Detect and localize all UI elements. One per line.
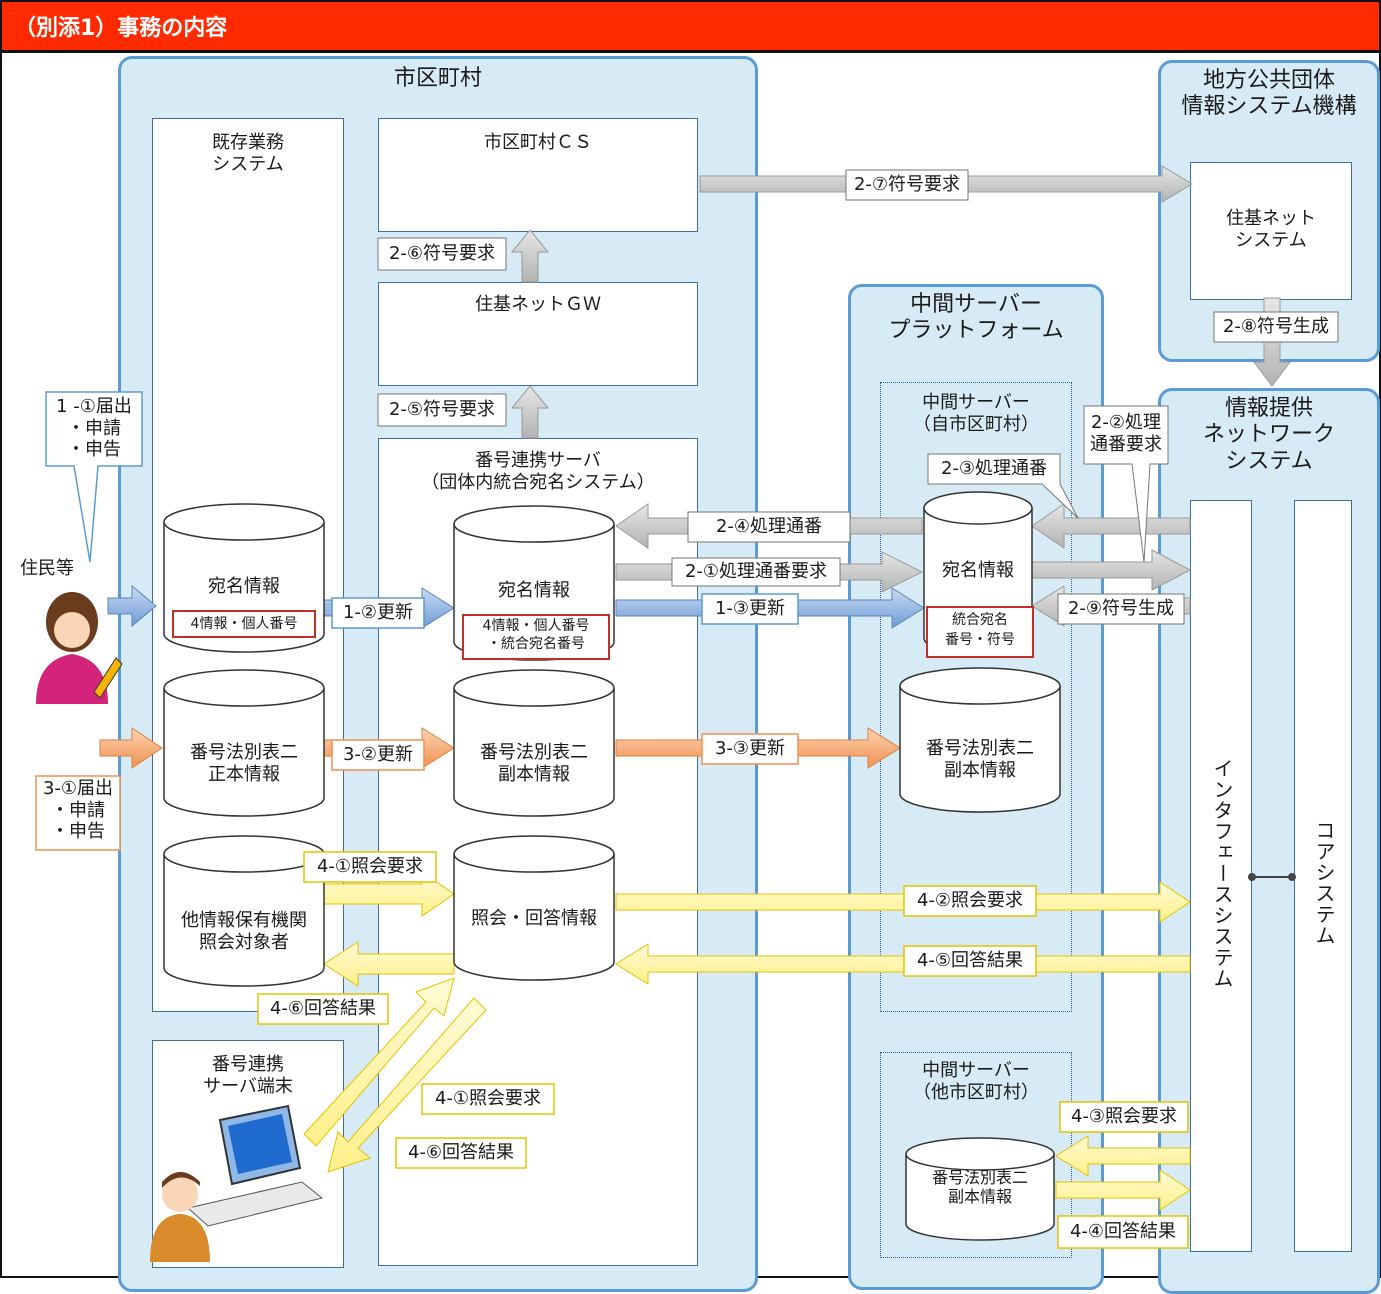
callout-2-8: 2-⑧符号生成 bbox=[1222, 316, 1330, 337]
page-title: （別添1）事務の内容 bbox=[14, 16, 228, 41]
middle-platform-label: 中間サーバー プラットフォーム bbox=[888, 292, 1064, 344]
arrow-4-6a bbox=[323, 941, 455, 987]
callout-4-6b: 4-⑥回答結果 bbox=[407, 1142, 515, 1163]
db-mid-name-red: 統合宛名 番号・符号 bbox=[926, 606, 1034, 658]
core-system-box bbox=[1294, 500, 1352, 1252]
arrow-4-1b bbox=[303, 977, 455, 1147]
callout-1-1: 1 -①届出 ・申請 ・申告 bbox=[56, 396, 132, 461]
arrow-2-2 bbox=[1031, 549, 1192, 591]
terminal-label: 番号連携 サーバ端末 bbox=[203, 1054, 293, 1097]
juki-system-label: 住基ネット システム bbox=[1226, 208, 1316, 251]
callout-2-9: 2-⑨符号生成 bbox=[1067, 598, 1175, 619]
callout-2-3: 2-③処理通番 bbox=[940, 458, 1048, 479]
callout-2-1: 2-①処理通番要求 bbox=[684, 561, 828, 582]
juki-gw-box bbox=[378, 282, 698, 386]
db-mid-other-table-label: 番号法別表二 副本情報 bbox=[931, 1168, 1028, 1207]
municipal-cs-box bbox=[378, 118, 698, 232]
arrow-4-3 bbox=[1055, 1135, 1191, 1177]
callout-2-2: 2-②処理 通番要求 bbox=[1090, 412, 1162, 455]
db-ex-name-label: 宛名情報 bbox=[208, 576, 280, 597]
info-network-label: 情報提供 ネットワーク システム bbox=[1202, 396, 1335, 474]
callout-4-6a: 4-⑥回答結果 bbox=[269, 998, 377, 1019]
callout-4-1a: 4-①照会要求 bbox=[316, 856, 424, 877]
callout-4-2: 4-②照会要求 bbox=[916, 890, 1024, 911]
juki-gw-label: 住基ネットＧＷ bbox=[475, 294, 601, 315]
callout-3-1: 3-①届出 ・申請 ・申告 bbox=[42, 778, 114, 843]
arrow-3-1 bbox=[99, 727, 163, 769]
callout-4-5: 4-⑤回答結果 bbox=[916, 950, 1024, 971]
middle-own-box bbox=[880, 382, 1072, 1012]
db-ex-name-red: 4情報・個人番号 bbox=[172, 610, 316, 638]
callout-4-1b: 4-①照会要求 bbox=[434, 1088, 542, 1109]
callout-1-3: 1-③更新 bbox=[714, 598, 786, 619]
arrow-4-6b bbox=[327, 997, 487, 1173]
callout-2-4: 2-④処理通番 bbox=[715, 516, 823, 537]
middle-own-label: 中間サーバー （自市区町村） bbox=[913, 392, 1039, 435]
db-ns-table bbox=[453, 669, 615, 817]
callout-4-3: 4-③照会要求 bbox=[1070, 1106, 1178, 1127]
db-ns-query bbox=[453, 835, 615, 981]
callout-2-7: 2-⑦符号要求 bbox=[853, 174, 961, 195]
title-bar: （別添1）事務の内容 bbox=[2, 2, 1379, 53]
resident-figure bbox=[36, 592, 123, 704]
arrow-4-2 bbox=[615, 881, 1191, 923]
db-ns-query-label: 照会・回答情報 bbox=[471, 908, 597, 929]
arrow-4-4 bbox=[1055, 1169, 1191, 1211]
callout-3-3: 3-③更新 bbox=[714, 738, 786, 759]
operator-figure bbox=[150, 1172, 210, 1262]
db-ns-table-label: 番号法別表二 副本情報 bbox=[480, 742, 588, 785]
municipal-cs-label: 市区町村ＣＳ bbox=[484, 132, 592, 153]
middle-other-label: 中間サーバー （他市区町村） bbox=[913, 1060, 1039, 1103]
callout-4-4: 4-④回答結果 bbox=[1069, 1221, 1177, 1242]
residents-label: 住民等 bbox=[20, 558, 74, 579]
db-ns-name-label: 宛名情報 bbox=[498, 580, 570, 601]
arrow-2-3 bbox=[1031, 503, 1191, 549]
db-mid-table bbox=[899, 667, 1061, 813]
callout-2-6: 2-⑥符号要求 bbox=[388, 243, 496, 264]
arrow-2-5 bbox=[510, 385, 550, 439]
arrow-1-1 bbox=[107, 584, 157, 628]
callout-3-2: 3-②更新 bbox=[342, 744, 414, 765]
callout-2-5: 2-⑤符号要求 bbox=[388, 399, 496, 420]
jlis-label: 地方公共団体 情報システム機構 bbox=[1181, 68, 1357, 120]
arrow-4-5 bbox=[615, 943, 1191, 985]
db-ex-table-label: 番号法別表二 正本情報 bbox=[190, 742, 298, 785]
db-mid-name-label: 宛名情報 bbox=[942, 560, 1014, 581]
arrow-2-6 bbox=[510, 229, 550, 283]
municipality-label: 市区町村 bbox=[393, 66, 482, 91]
db-ex-other-label: 他情報保有機関 照会対象者 bbox=[181, 910, 307, 953]
callout-1-2: 1-②更新 bbox=[342, 602, 414, 623]
juki-system-box bbox=[1190, 162, 1352, 300]
db-mid-other-table bbox=[905, 1137, 1055, 1241]
interface-system-label: インタフェースシステム bbox=[1210, 758, 1234, 989]
db-ns-name-red: 4情報・個人番号 ・統合宛名番号 bbox=[462, 614, 610, 660]
core-system-label: コアシステム bbox=[1312, 820, 1336, 946]
computer-figure bbox=[186, 1104, 324, 1227]
number-server-label: 番号連携サーバ （団体内統合宛名システム） bbox=[421, 450, 655, 493]
db-ex-table bbox=[163, 669, 325, 817]
db-mid-table-label: 番号法別表二 副本情報 bbox=[926, 738, 1034, 781]
existing-system-label: 既存業務 システム bbox=[212, 132, 284, 175]
